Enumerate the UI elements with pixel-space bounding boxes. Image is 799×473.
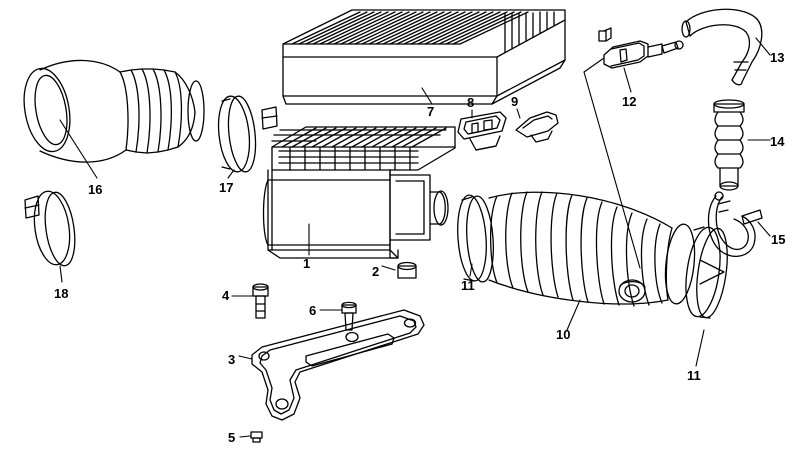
- part-grommet-2: [397, 261, 417, 279]
- callout-15: 15: [771, 232, 786, 247]
- part-rubber-mount-4: [252, 283, 269, 319]
- callout-5: 5: [228, 430, 236, 445]
- part-hose-clamp-17: [217, 95, 278, 173]
- callout-4: 4: [222, 288, 230, 303]
- part-return-hose-15: [707, 191, 763, 257]
- callout-16: 16: [88, 182, 103, 197]
- callout-11-left: 11: [461, 278, 475, 293]
- part-intake-boot-left: [23, 59, 205, 163]
- part-housing-upper: [282, 9, 612, 105]
- callout-12: 12: [622, 94, 637, 109]
- callout-3: 3: [228, 352, 236, 367]
- callout-7: 7: [427, 104, 435, 119]
- part-bellows-hose-14: [713, 99, 745, 191]
- part-hose-clamp-11b: [685, 226, 728, 319]
- callout-18: 18: [54, 286, 69, 301]
- callout-1: 1: [303, 256, 311, 271]
- callout-17: 17: [219, 180, 234, 195]
- callout-8: 8: [467, 95, 475, 110]
- callout-13: 13: [770, 50, 785, 65]
- callout-6: 6: [309, 303, 317, 318]
- part-elbow-hose-13: [681, 8, 763, 86]
- leader-lines: [59, 37, 771, 438]
- callout-14: 14: [770, 134, 785, 149]
- part-housing-lower: [262, 126, 456, 259]
- callout-9: 9: [511, 94, 519, 109]
- part-connector-9: [515, 111, 559, 143]
- part-hose-clamp-18: [24, 190, 76, 267]
- part-hose-clamp-11a: [457, 194, 494, 283]
- part-bracket-3: [251, 309, 425, 421]
- callout-11-right: 11: [687, 368, 701, 383]
- part-intake-boot-main: [488, 191, 696, 307]
- callout-2: 2: [372, 264, 380, 279]
- part-idle-valve-12: [603, 40, 684, 69]
- part-clip-5: [250, 431, 263, 443]
- part-clip-bracket-8: [457, 111, 507, 151]
- callout-10: 10: [556, 327, 571, 342]
